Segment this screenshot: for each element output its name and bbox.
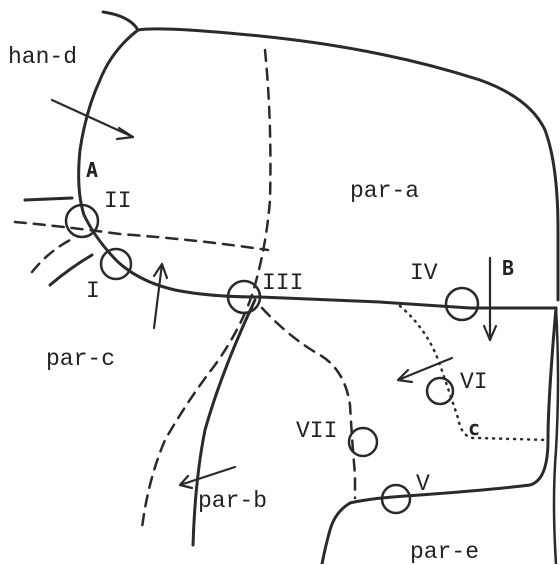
right-lower-border xyxy=(320,306,558,564)
dashed-boundary-left xyxy=(30,238,72,274)
arrow-par-c-head xyxy=(152,262,169,280)
arrow-vi-head xyxy=(396,368,414,384)
left-border xyxy=(77,28,558,310)
arrow-han-d-head xyxy=(115,126,135,141)
site-label-III: III xyxy=(262,270,304,296)
region-label-han-d: han-d xyxy=(8,44,78,70)
marker-c: c xyxy=(468,416,481,440)
arrow-vi xyxy=(396,356,454,382)
dashed-boundary-lower xyxy=(260,306,357,500)
site-label-II: II xyxy=(104,188,132,214)
site-circle-II xyxy=(64,203,100,239)
dotted-boundary xyxy=(398,304,550,442)
arrow-han-d xyxy=(50,98,135,139)
right-lower-edge xyxy=(552,306,560,564)
site-circle-III xyxy=(226,279,262,315)
arrow-par-c xyxy=(152,262,164,330)
site-label-V: V xyxy=(416,471,430,497)
arrow-par-b xyxy=(178,465,237,487)
outer-boundary xyxy=(101,10,560,302)
arrow-b-head xyxy=(482,324,498,342)
stub-line-lower-left xyxy=(48,253,94,287)
site-label-VI: VI xyxy=(460,369,488,395)
site-label-IV: IV xyxy=(410,260,438,286)
site-label-VII: VII xyxy=(296,418,338,444)
dashed-boundary-horizontal xyxy=(13,220,270,252)
site-circle-V xyxy=(380,483,412,515)
region-label-par-b: par-b xyxy=(198,488,268,514)
site-circle-VII xyxy=(347,426,379,458)
arrow-par-b-head xyxy=(178,474,194,490)
marker-A: A xyxy=(86,158,99,182)
dashed-boundary-vertical xyxy=(140,48,272,530)
region-label-par-a: par-a xyxy=(350,178,420,204)
site-circle-VI xyxy=(425,376,455,406)
region-label-par-e: par-e xyxy=(410,539,480,565)
site-label-I: I xyxy=(86,278,100,304)
site-circle-IV xyxy=(444,286,480,322)
site-circle-I xyxy=(99,247,133,281)
stub-line-left xyxy=(23,196,74,202)
marker-B: B xyxy=(502,256,515,280)
stem-line xyxy=(191,298,257,547)
region-label-par-c: par-c xyxy=(46,346,116,372)
